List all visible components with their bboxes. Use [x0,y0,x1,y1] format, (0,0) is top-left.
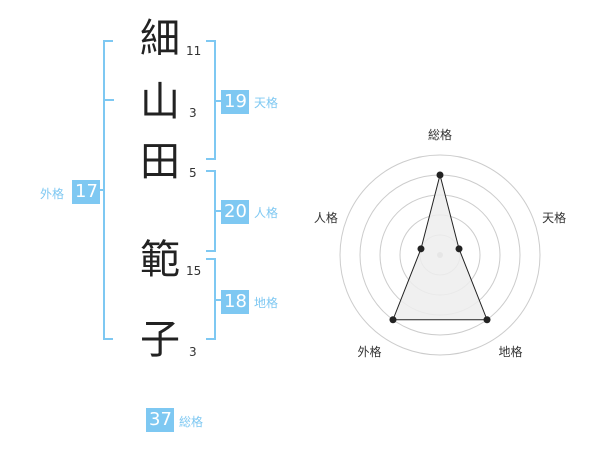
stroke-count-1: 11 [186,44,202,58]
stroke-count-4: 15 [186,264,202,278]
chikaku-bracket-tick [215,299,221,301]
radar-point-5 [417,245,425,253]
chikaku-value-badge: 18 [221,290,249,314]
radar-axis-label-3: 地格 [499,344,523,359]
name-char-2: 山 [140,79,180,125]
stroke-count-3: 5 [189,166,197,180]
radar-polygon [392,174,488,321]
radar-point-4 [389,316,397,324]
chikaku-label: 地格 [254,296,279,310]
stroke-count-5: 3 [189,345,197,359]
radar-shape [392,174,488,321]
gaikaku-bracket-tick [100,189,104,191]
name-char-5: 子 [140,317,180,363]
tenkaku-bracket-tick [215,100,221,102]
name-char-4: 範 [140,237,180,283]
radar-axis-label-1: 総格 [428,127,452,142]
gaikaku-value-badge: 17 [72,180,100,204]
gaikaku-inner-tick-top [104,99,114,101]
radar-ring-5 [339,154,541,356]
radar-point-1 [436,171,444,179]
jinkaku-label: 人格 [254,206,279,220]
radar-points [389,171,491,324]
soukaku-value-badge: 37 [146,408,174,432]
soukaku-label: 総格 [179,415,204,429]
gaikaku-label: 外格 [40,187,65,201]
tenkaku-label: 天格 [254,96,279,110]
jinkaku-bracket-tick [215,210,221,212]
radar-axis-label-2: 天格 [542,210,566,225]
radar-point-2 [455,245,463,253]
gaikaku-bracket [103,40,113,340]
radar-point-3 [483,316,491,324]
radar-axis-label-4: 外格 [357,344,381,359]
name-char-1: 細 [140,16,180,62]
radar-axis-label-5: 人格 [314,210,338,225]
name-char-3: 田 [140,139,180,185]
stroke-count-2: 3 [189,106,197,120]
tenkaku-value-badge: 19 [221,90,249,114]
jinkaku-value-badge: 20 [221,200,249,224]
